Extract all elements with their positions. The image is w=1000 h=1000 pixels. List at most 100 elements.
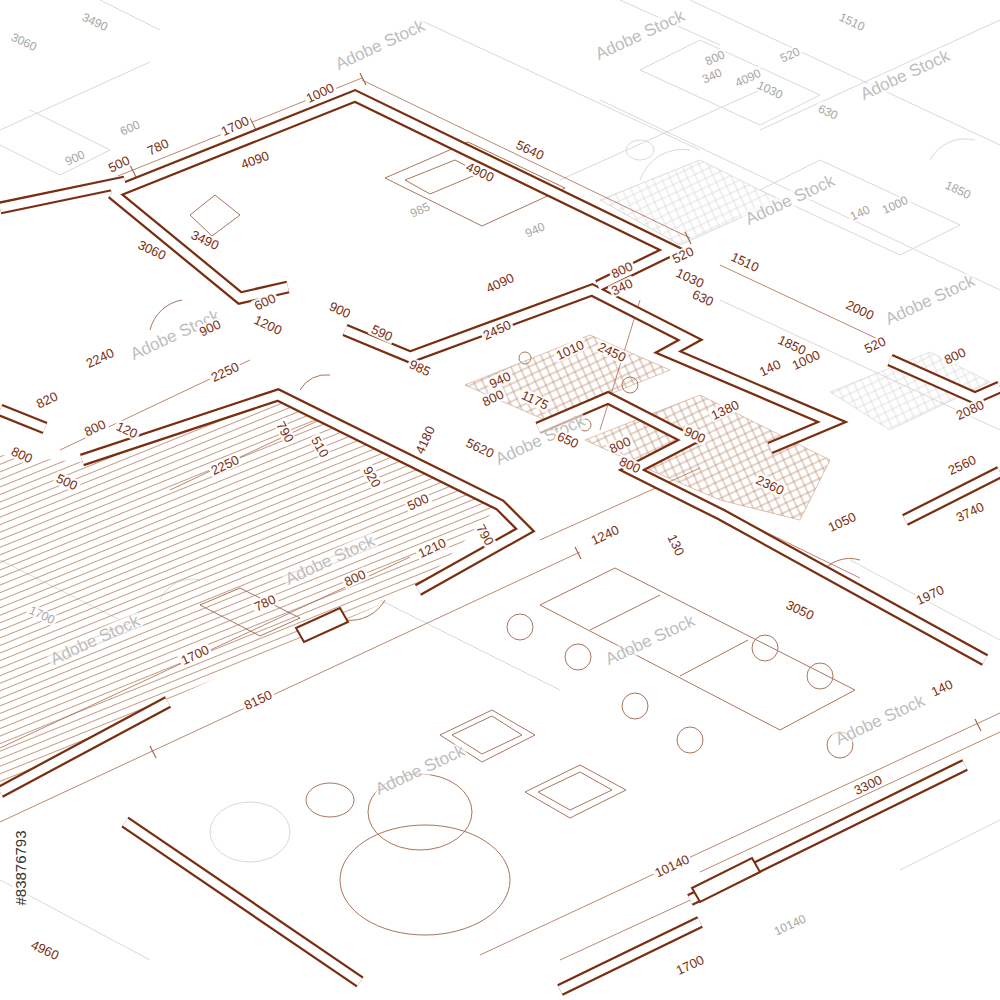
sink xyxy=(622,377,638,393)
dimension-label: 1000 xyxy=(879,193,912,217)
armchair xyxy=(538,772,612,810)
chair xyxy=(507,614,533,640)
walls xyxy=(0,96,1000,990)
window-block xyxy=(296,608,348,642)
dimension-label: 920 xyxy=(360,463,384,492)
table-divider xyxy=(590,595,660,630)
door-swing xyxy=(150,300,860,620)
dimension-label: 600 xyxy=(251,291,280,314)
dimension-label: 10140 xyxy=(651,852,693,881)
dimension-label: 900 xyxy=(326,299,355,322)
dining-table xyxy=(540,568,855,730)
dimension-label: 1850 xyxy=(942,178,975,202)
dimension-label: 120 xyxy=(113,419,142,442)
dimension-label: 1200 xyxy=(250,312,285,338)
dimension-label: 140 xyxy=(928,677,957,700)
dimension-label: 3060 xyxy=(134,237,169,263)
wall-outline xyxy=(0,96,1000,990)
watermark: Adobe Stock xyxy=(46,611,144,669)
windows xyxy=(296,608,760,902)
dimension-label: 985 xyxy=(406,357,435,380)
dimension-label: 5620 xyxy=(462,435,497,461)
chair xyxy=(622,693,648,719)
chair xyxy=(807,663,833,689)
chair xyxy=(565,644,591,670)
sofa xyxy=(200,588,300,636)
dimension-label: 985 xyxy=(407,199,434,220)
dimension-label: 800 xyxy=(941,345,970,368)
dimension-label: 340 xyxy=(699,65,726,86)
dimension-label: 2360 xyxy=(752,472,787,498)
dimension-label: 4900 xyxy=(462,159,497,185)
faint-fixture xyxy=(210,802,290,862)
dimension-label: 900 xyxy=(681,424,710,447)
dimension-label: 1970 xyxy=(912,582,947,608)
dimension-label: 2450 xyxy=(479,317,514,343)
dimension-label: 790 xyxy=(473,521,497,550)
dimension-label: 1700 xyxy=(177,642,212,668)
dimension-label: 1380 xyxy=(707,397,742,423)
dimension-label: 1240 xyxy=(587,522,622,548)
dimension-label: 800 xyxy=(341,567,370,590)
watermark: Adobe Stock xyxy=(371,741,469,799)
dimension-label: 520 xyxy=(669,244,698,267)
dimension-label: 590 xyxy=(368,322,397,345)
dimension-label: 2080 xyxy=(952,397,987,423)
dimension-label: 510 xyxy=(308,433,332,462)
watermark: Adobe Stock xyxy=(856,46,954,104)
dimension-label: 1210 xyxy=(414,535,449,561)
dimension-label: 940 xyxy=(522,219,549,240)
dimension-label: 3050 xyxy=(782,597,817,623)
dimension-label: 1700 xyxy=(217,113,252,139)
dimension-label: 800 xyxy=(616,454,645,477)
window-block xyxy=(692,858,760,902)
dimension-label: 900 xyxy=(62,147,89,168)
dimension-label: 1050 xyxy=(824,509,859,535)
chair xyxy=(752,635,778,661)
watermark: Adobe Stock xyxy=(831,691,929,749)
dimension-label: 1000 xyxy=(302,80,337,106)
dimension-label: 800 xyxy=(702,47,729,68)
dimension-label: 4090 xyxy=(482,270,517,296)
watermark: Adobe Stock xyxy=(591,6,689,64)
dimension-label: 2250 xyxy=(207,359,242,385)
dimension-label: 790 xyxy=(273,418,297,447)
dimension-label: 630 xyxy=(689,287,718,310)
dimension-label: 520 xyxy=(861,334,890,357)
faint-fixture xyxy=(626,140,654,160)
dimension-label: 1510 xyxy=(727,249,762,275)
dimension-label: 3300 xyxy=(850,772,885,798)
dimension-label: 650 xyxy=(554,429,583,452)
dimension-label: 140 xyxy=(756,357,785,380)
dimension-label: 500 xyxy=(53,471,82,494)
image-id: #83876793 xyxy=(13,828,28,907)
dimension-label: 630 xyxy=(815,101,842,122)
watermark: Adobe Stock xyxy=(741,171,839,229)
dimension-label: 820 xyxy=(33,389,62,412)
dimension-label: 800 xyxy=(81,417,110,440)
dimension-label: 4090 xyxy=(237,148,272,171)
dimension-label: 1030 xyxy=(754,78,787,102)
dimension-label: 1700 xyxy=(672,952,707,978)
watermark: Adobe Stock xyxy=(331,16,429,74)
dimension-label: 2240 xyxy=(82,345,117,371)
rug xyxy=(340,825,510,935)
dimension-label: 2000 xyxy=(842,297,877,323)
dimension-label: 3740 xyxy=(952,499,987,525)
dimension-label: 3060 xyxy=(8,30,41,54)
dimension-label: 8150 xyxy=(240,687,275,713)
dimension-label: 3490 xyxy=(79,10,112,34)
watermark: Adobe Stock xyxy=(881,271,979,329)
dimension-label: 500 xyxy=(105,153,134,176)
dimension-label: 140 xyxy=(847,202,874,223)
table-divider xyxy=(680,640,748,676)
armchair xyxy=(525,765,626,818)
dimension-label: 2560 xyxy=(944,452,979,478)
dimension-label: 4960 xyxy=(27,937,62,963)
dimension-label: 520 xyxy=(777,44,804,65)
watermark: Adobe Stock xyxy=(601,611,699,669)
dimension-label: 780 xyxy=(251,592,280,615)
shower-drain xyxy=(519,352,531,364)
dimension-label: 1010 xyxy=(552,337,587,363)
